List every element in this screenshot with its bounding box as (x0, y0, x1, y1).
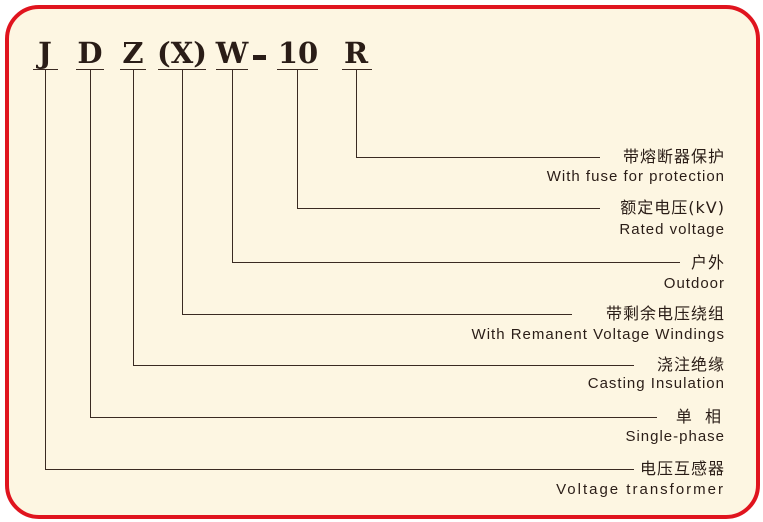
code-letter-j: J (38, 36, 52, 70)
leader-r-horizontal (356, 157, 600, 158)
leader-number-vertical (297, 70, 298, 208)
leader-j-horizontal (45, 469, 634, 470)
underline-number (277, 69, 318, 70)
underline-d (76, 69, 104, 70)
label-voltage-transformer-cn: 电压互感器 (639, 459, 725, 478)
label-casting-insulation-cn: 浇注绝缘 (656, 355, 725, 374)
underline-w (216, 69, 248, 70)
label-single-phase-en: Single-phase (625, 428, 725, 445)
leader-r-vertical (356, 70, 357, 157)
underline-x (158, 69, 206, 70)
code-letter-w: W (215, 36, 249, 70)
label-outdoor-en: Outdoor (663, 275, 725, 292)
leader-w-vertical (232, 70, 233, 262)
label-remanent-windings-cn: 带剩余电压绕组 (605, 304, 725, 323)
label-rated-voltage-cn: 额定电压(kV) (620, 198, 725, 217)
code-letter-z: Z (122, 36, 144, 70)
underline-r (342, 69, 372, 70)
label-remanent-windings-en: With Remanent Voltage Windings (471, 326, 725, 343)
leader-j-vertical (45, 70, 46, 469)
code-number: 10 (277, 36, 319, 70)
code-letter-d: D (77, 36, 103, 70)
label-rated-voltage-en: Rated voltage (619, 221, 725, 238)
leader-number-horizontal (297, 208, 600, 209)
leader-w-horizontal (232, 262, 680, 263)
underline-j (33, 69, 58, 70)
leader-d-vertical (90, 70, 91, 417)
code-dash (253, 55, 266, 60)
leader-z-horizontal (133, 365, 634, 366)
code-letter-x: (X) (157, 36, 207, 70)
label-outdoor-cn: 户外 (690, 253, 725, 272)
label-fuse-protection-en: With fuse for protection (546, 168, 725, 185)
underline-z (120, 69, 146, 70)
label-single-phase-cn: 单 相 (675, 407, 725, 426)
label-voltage-transformer-en: Voltage transformer (556, 481, 725, 498)
label-fuse-protection-cn: 带熔断器保护 (622, 147, 725, 166)
label-casting-insulation-en: Casting Insulation (587, 375, 725, 392)
leader-d-horizontal (90, 417, 657, 418)
leader-x-vertical (182, 70, 183, 314)
leader-x-horizontal (182, 314, 572, 315)
leader-z-vertical (133, 70, 134, 365)
code-letter-r: R (343, 36, 369, 70)
